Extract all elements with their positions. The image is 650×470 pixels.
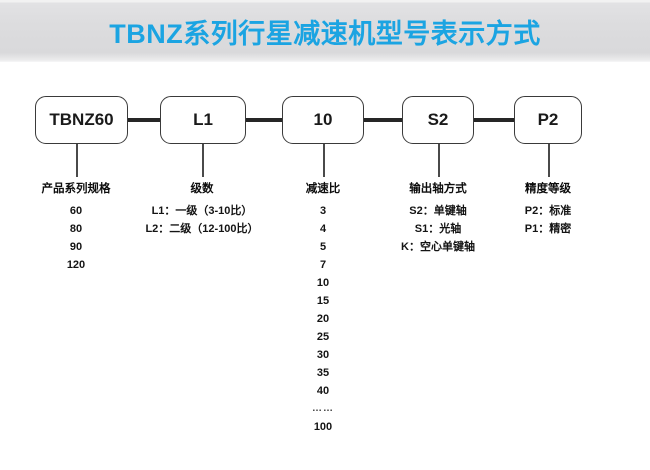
column-ratio-item: 10 [316,277,330,289]
column-ratio-item: 4 [319,223,327,235]
code-box-precision[interactable]: P2 [514,96,582,144]
code-box-series[interactable]: TBNZ60 [35,96,128,144]
code-box-stage-label: L1 [193,110,213,129]
connector-line-4 [474,118,514,122]
code-box-precision-label: P2 [537,110,559,129]
column-precision-head: 精度等级 [525,183,571,195]
column-stage-item: L1：一级（3-10比） [151,205,253,217]
column-stage-head: 级数 [190,183,214,195]
dropline-shaft [438,144,440,177]
connector-line-3 [364,118,402,122]
column-ratio: 减速比 3 4 5 7 10 15 20 25 30 35 40 …… 100 [263,180,383,436]
dropline-precision [548,144,550,177]
column-precision-item: P1：精密 [524,223,572,235]
column-ratio-item: …… [312,403,334,414]
code-box-ratio[interactable]: 10 [282,96,364,144]
column-shaft-item: S2：单键轴 [409,205,467,217]
code-box-series-label: TBNZ60 [49,110,114,129]
dropline-stage [202,144,204,177]
column-shaft: 输出轴方式 S2：单键轴 S1：光轴 K：空心单键轴 [378,180,498,256]
model-code-diagram: TBNZ60 L1 10 S2 P2 产品系列规格 60 80 90 120 级… [0,62,650,470]
column-series-item: 60 [69,205,83,217]
code-box-stage[interactable]: L1 [160,96,246,144]
column-series-item: 80 [69,223,83,235]
column-series-head: 产品系列规格 [41,183,111,195]
column-series-item: 120 [66,259,86,271]
column-ratio-item: 100 [313,421,333,433]
column-shaft-item: K：空心单键轴 [401,241,475,253]
header-band [0,0,650,62]
page-title: TBNZ系列行星减速机型号表示方式 [109,18,541,49]
column-ratio-item: 25 [316,331,330,343]
column-ratio-item: 35 [316,367,330,379]
dropline-ratio [323,144,325,177]
column-precision: 精度等级 P2：标准 P1：精密 [493,180,603,238]
code-box-shaft[interactable]: S2 [402,96,474,144]
connector-line-2 [246,118,282,122]
column-shaft-head: 输出轴方式 [409,183,467,195]
column-series: 产品系列规格 60 80 90 120 [6,180,146,274]
column-stage: 级数 L1：一级（3-10比） L2：二级（12-100比） [127,180,277,238]
column-ratio-head: 减速比 [305,183,341,195]
column-ratio-item: 40 [316,385,330,397]
column-series-item: 90 [69,241,83,253]
column-shaft-item: S1：光轴 [414,223,462,235]
code-box-ratio-label: 10 [313,110,333,129]
column-ratio-item: 5 [319,241,327,253]
column-ratio-item: 15 [316,295,330,307]
connector-line-1 [128,118,160,122]
column-ratio-item: 7 [319,259,327,271]
dropline-series [76,144,78,177]
column-stage-item: L2：二级（12-100比） [145,223,259,235]
code-box-shaft-label: S2 [427,110,449,129]
column-precision-item: P2：标准 [524,205,572,217]
column-ratio-item: 30 [316,349,330,361]
column-ratio-item: 20 [316,313,330,325]
column-ratio-item: 3 [319,205,327,217]
